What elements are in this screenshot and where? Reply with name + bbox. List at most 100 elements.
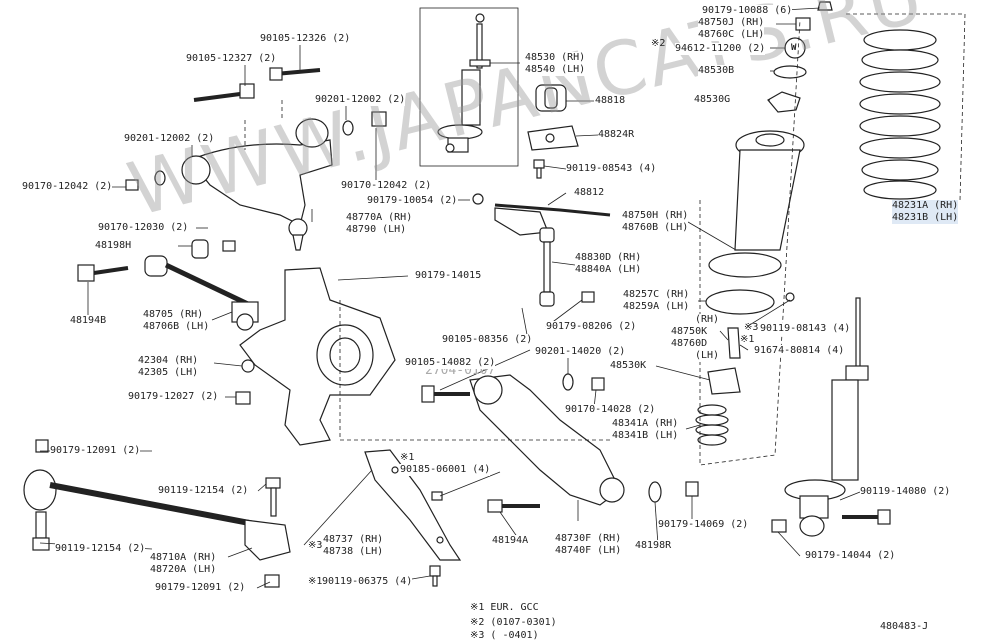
part-label[interactable]: 90179-10054 (2) xyxy=(367,195,458,207)
part-label[interactable]: 48231B (LH) xyxy=(892,212,959,224)
part-label[interactable]: 90179-14069 (2) xyxy=(658,519,749,531)
deflector-clip xyxy=(431,491,443,501)
part-label[interactable]: 90105-14082 (2) xyxy=(405,357,496,369)
part-label[interactable]: 42305 (LH) xyxy=(138,367,199,379)
rear-axle-carrier xyxy=(239,267,396,446)
part-label[interactable]: 48840A (LH) xyxy=(575,264,642,276)
shock-bolt xyxy=(842,509,891,525)
lower-arm-bolt xyxy=(421,385,470,403)
part-label[interactable]: 48194B xyxy=(70,315,107,327)
part-label[interactable]: 94612-11200 (2) xyxy=(675,43,766,55)
part-label[interactable]: 90105-08356 (2) xyxy=(442,334,533,346)
lower-washer xyxy=(562,373,574,391)
part-label[interactable]: 48760B (LH) xyxy=(622,222,689,234)
part-label[interactable]: 48770A (RH) xyxy=(346,212,413,224)
toe-control-link xyxy=(144,255,259,331)
part-label[interactable]: 48706B (LH) xyxy=(143,321,210,333)
arm-nut-lower xyxy=(264,574,280,588)
knuckle-nut xyxy=(235,391,251,405)
adjust-bolt xyxy=(77,264,129,282)
part-label[interactable]: 90201-12002 (2) xyxy=(315,94,406,106)
part-label[interactable]: 48257C (RH) xyxy=(623,289,690,301)
part-label[interactable]: 48824R xyxy=(598,129,635,141)
part-label[interactable]: 48760D xyxy=(671,338,708,350)
part-label[interactable]: 48705 (RH) xyxy=(143,309,204,321)
part-label[interactable]: 42304 (RH) xyxy=(138,355,199,367)
part-label[interactable]: 48198H xyxy=(95,240,132,252)
part-label[interactable]: 48750K xyxy=(671,326,708,338)
part-label[interactable]: 48818 xyxy=(595,95,626,107)
part-label[interactable]: 48530K xyxy=(610,360,647,372)
part-label[interactable]: 48341B (LH) xyxy=(612,430,679,442)
part-label[interactable]: 48194A xyxy=(492,535,529,547)
part-label[interactable]: 90170-12042 (2) xyxy=(341,180,432,192)
upper-nut xyxy=(371,111,387,127)
spacer-48530b xyxy=(773,65,807,79)
part-label[interactable]: 90170-14028 (2) xyxy=(565,404,656,416)
part-label[interactable]: 90179-14015 xyxy=(415,270,482,282)
part-label[interactable]: 90179-12091 (2) xyxy=(50,445,141,457)
part-label[interactable]: 48198R xyxy=(635,540,672,552)
part-label[interactable]: 90201-12002 (2) xyxy=(124,133,215,145)
part-label: (RH) xyxy=(695,314,720,326)
part-label[interactable]: 90179-08206 (2) xyxy=(546,321,637,333)
part-label[interactable]: 90119-06375 (4) xyxy=(322,576,413,588)
part-label[interactable]: 48530 (RH) xyxy=(525,52,586,64)
note-mark-1: ※1 xyxy=(400,452,415,463)
part-label[interactable]: 48341A (RH) xyxy=(612,418,679,430)
part-label[interactable]: 48530B xyxy=(698,65,735,77)
cam-washer xyxy=(648,481,662,503)
stabilizer-link xyxy=(539,227,595,307)
part-label[interactable]: 90119-12154 (2) xyxy=(158,485,249,497)
note-mark-3: ※3 xyxy=(744,322,759,333)
part-label[interactable]: 90170-12042 (2) xyxy=(22,181,113,193)
part-label[interactable]: 48790 (LH) xyxy=(346,224,407,236)
part-label[interactable]: 90170-12030 (2) xyxy=(98,222,189,234)
part-label[interactable]: 48830D (RH) xyxy=(575,252,642,264)
part-label[interactable]: 48540 (LH) xyxy=(525,64,586,76)
part-label[interactable]: 48730F (RH) xyxy=(555,533,622,545)
part-label[interactable]: 91674-80814 (4) xyxy=(754,345,845,357)
lower-rear-arm xyxy=(23,469,291,561)
part-label[interactable]: 48737 (RH) xyxy=(323,534,384,546)
shock-absorber-frame xyxy=(419,7,519,167)
part-label[interactable]: 90119-08143 (4) xyxy=(760,323,851,335)
legend-line-3: ※3 ( -0401) xyxy=(470,630,539,641)
part-label[interactable]: 90201-14020 (2) xyxy=(535,346,626,358)
part-label[interactable]: 48720A (LH) xyxy=(150,564,217,576)
shock-mount-bracket xyxy=(708,130,805,278)
part-label[interactable]: 90179-10088 (6) xyxy=(702,5,793,17)
part-label[interactable]: 48760C (LH) xyxy=(698,29,765,41)
part-label[interactable]: 48750H (RH) xyxy=(622,210,689,222)
part-label[interactable]: 90179-14044 (2) xyxy=(805,550,896,562)
part-label[interactable]: 48750J (RH) xyxy=(698,17,765,29)
part-label[interactable]: 48740F (LH) xyxy=(555,545,622,557)
part-label[interactable]: 90119-12154 (2) xyxy=(55,543,146,555)
rear-shock-absorber xyxy=(784,297,869,537)
part-label[interactable]: 48738 (LH) xyxy=(323,546,384,558)
deflector-bolt xyxy=(429,565,441,587)
part-label[interactable]: 90105-12327 (2) xyxy=(186,53,277,65)
washer-left xyxy=(154,170,166,186)
note-mark-2: ※2 xyxy=(651,38,666,49)
front-shock-absorber xyxy=(437,13,491,153)
part-label[interactable]: 90179-12091 (2) xyxy=(155,582,246,594)
part-label[interactable]: 48231A (RH) xyxy=(892,200,959,212)
part-label[interactable]: 90119-14080 (2) xyxy=(860,486,951,498)
lower-arm-bolt-b xyxy=(487,499,540,513)
part-label[interactable]: 48710A (RH) xyxy=(150,552,217,564)
part-label[interactable]: 48259A (LH) xyxy=(623,301,690,313)
part-label[interactable]: 48812 xyxy=(574,187,605,199)
part-label[interactable]: 90119-08543 (4) xyxy=(566,163,657,175)
part-label[interactable]: 90185-06001 (4) xyxy=(400,464,491,476)
nut-lower-left xyxy=(35,439,49,453)
arm-assembly-frame xyxy=(339,300,670,441)
upper-mount-nuts xyxy=(795,1,833,31)
part-label[interactable]: 48530G xyxy=(694,94,731,106)
part-label[interactable]: 90105-12326 (2) xyxy=(260,33,351,45)
stabilizer-bushing xyxy=(535,84,567,112)
part-label[interactable]: 90179-12027 (2) xyxy=(128,391,219,403)
coil-spring xyxy=(859,29,941,200)
